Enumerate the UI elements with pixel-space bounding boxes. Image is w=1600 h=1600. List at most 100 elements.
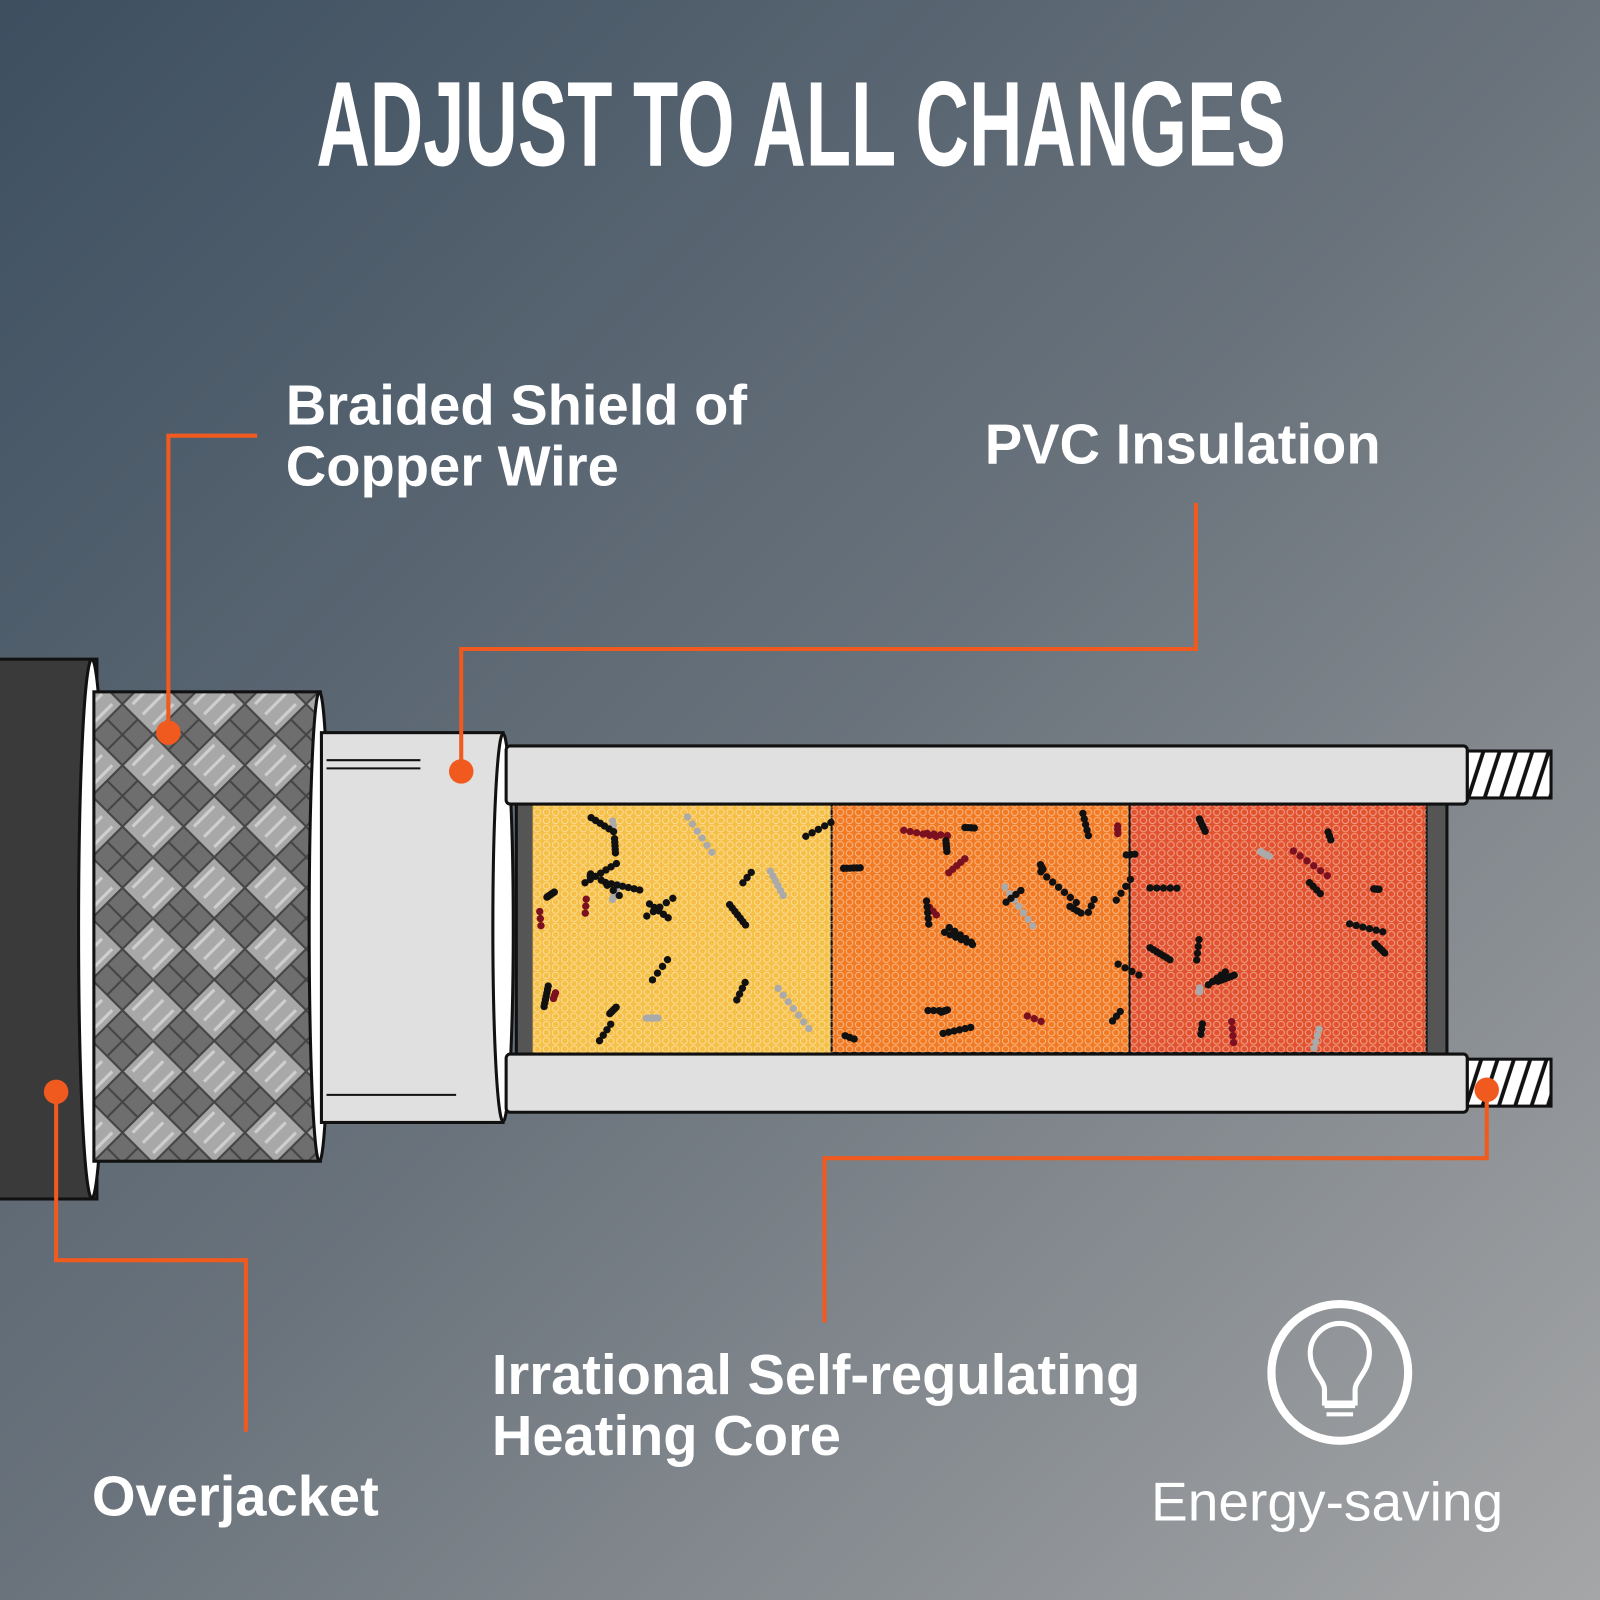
- core-particle: [1316, 867, 1325, 875]
- core-particle: [1313, 1031, 1322, 1040]
- core-particle: [1166, 884, 1174, 892]
- core-particle: [1128, 967, 1136, 976]
- core-particle: [968, 940, 977, 949]
- heating-core: [504, 744, 1553, 1114]
- core-particle: [1256, 847, 1265, 856]
- core-particle: [923, 903, 931, 911]
- core-particle: [1359, 923, 1367, 931]
- core-particle: [1146, 944, 1154, 952]
- core-particle: [941, 1006, 949, 1015]
- core-particle: [930, 830, 938, 838]
- core-particle: [1083, 826, 1091, 834]
- core-particle: [1352, 921, 1360, 930]
- core-particle: [618, 882, 627, 890]
- core-particle: [654, 1014, 662, 1022]
- top-conductor-bar: [504, 744, 1469, 806]
- core-particle: [653, 969, 662, 977]
- callout-lines: [54, 433, 1489, 1432]
- core-particle: [808, 829, 816, 837]
- core-particle: [1196, 984, 1204, 992]
- core-particle: [1312, 1038, 1320, 1046]
- core-particle: [1081, 820, 1090, 829]
- core-particle: [537, 922, 545, 930]
- core-particle: [1122, 851, 1130, 859]
- core-particle: [1084, 832, 1093, 840]
- core-particle: [1197, 1030, 1205, 1038]
- core-particle: [942, 836, 950, 845]
- core-particle: [1114, 822, 1122, 830]
- core-particle: [1087, 902, 1095, 910]
- core-particle: [669, 894, 677, 902]
- core-particle: [610, 835, 619, 843]
- core-particle: [743, 873, 751, 882]
- core-particle: [636, 886, 644, 894]
- label-braided-shield-line2: Copper Wire: [286, 435, 619, 498]
- core-particle: [1054, 883, 1063, 891]
- core-particle: [856, 864, 864, 872]
- core-particle: [957, 935, 965, 944]
- core-particle: [1135, 971, 1143, 979]
- core-particle: [929, 1006, 938, 1015]
- core-particle: [1303, 857, 1311, 865]
- core-particle: [1370, 885, 1378, 893]
- core-particle: [1072, 898, 1080, 907]
- core-particle: [963, 938, 971, 946]
- core-particle: [1037, 1017, 1045, 1026]
- core-particle: [683, 813, 692, 821]
- core-particle: [1030, 1015, 1038, 1023]
- core-particle: [779, 991, 787, 999]
- core-particle: [1114, 960, 1122, 968]
- core-particle: [961, 1024, 969, 1033]
- core-particle: [940, 928, 949, 936]
- core-particle: [939, 1029, 947, 1038]
- core-particle: [1194, 942, 1202, 951]
- core-particle: [662, 899, 670, 907]
- page-title: ADJUST TO ALL CHANGES: [316, 56, 1285, 191]
- core-particle: [961, 823, 969, 832]
- core-particle: [708, 848, 716, 857]
- core-particle: [703, 841, 711, 849]
- core-particle: [1315, 1025, 1323, 1033]
- core-particle: [937, 831, 945, 839]
- core-particle: [1012, 890, 1020, 899]
- core-particle: [595, 1037, 604, 1045]
- core-particle: [1049, 878, 1057, 886]
- pvc-insulation-layer: [319, 731, 515, 1124]
- core-particle: [955, 1026, 964, 1034]
- core-particle: [1007, 894, 1015, 902]
- core-particle: [850, 1035, 858, 1043]
- core-particle: [581, 909, 589, 917]
- braided-shield-layer: [92, 690, 332, 1163]
- core-particle: [1371, 940, 1379, 948]
- core-particle: [944, 1028, 953, 1036]
- core-particle: [1324, 828, 1332, 836]
- core-particle: [664, 914, 672, 922]
- lightbulb-icon: [1267, 1300, 1413, 1445]
- core-particle: [925, 920, 933, 928]
- core-particle: [587, 814, 595, 822]
- core-particle: [1039, 865, 1047, 873]
- core-particle: [747, 868, 755, 877]
- core-particle: [1372, 926, 1380, 934]
- core-particle: [1289, 847, 1298, 855]
- core-particle: [1084, 908, 1093, 917]
- core-particle: [1195, 935, 1203, 944]
- core-particle: [1090, 895, 1098, 904]
- core-particle: [805, 1024, 813, 1033]
- top-wire-end: [1465, 749, 1553, 800]
- core-particle: [1122, 882, 1130, 890]
- core-particle: [1146, 884, 1154, 892]
- core-particle: [536, 907, 544, 916]
- label-heating-core-line2: Heating Core: [492, 1404, 841, 1467]
- core-particle: [924, 914, 932, 923]
- core-particle: [814, 825, 823, 834]
- core-particle: [1108, 1017, 1117, 1025]
- core-particle: [741, 921, 750, 929]
- core-particle: [624, 883, 633, 892]
- core-particle: [601, 878, 610, 887]
- feature-energy-saving: Energy-saving: [1151, 1470, 1503, 1532]
- core-particle: [581, 879, 589, 887]
- core-particle: [1117, 889, 1125, 897]
- label-heating-core-line1: Irrational Self-regulating: [492, 1343, 1140, 1406]
- core-particle: [1173, 884, 1181, 892]
